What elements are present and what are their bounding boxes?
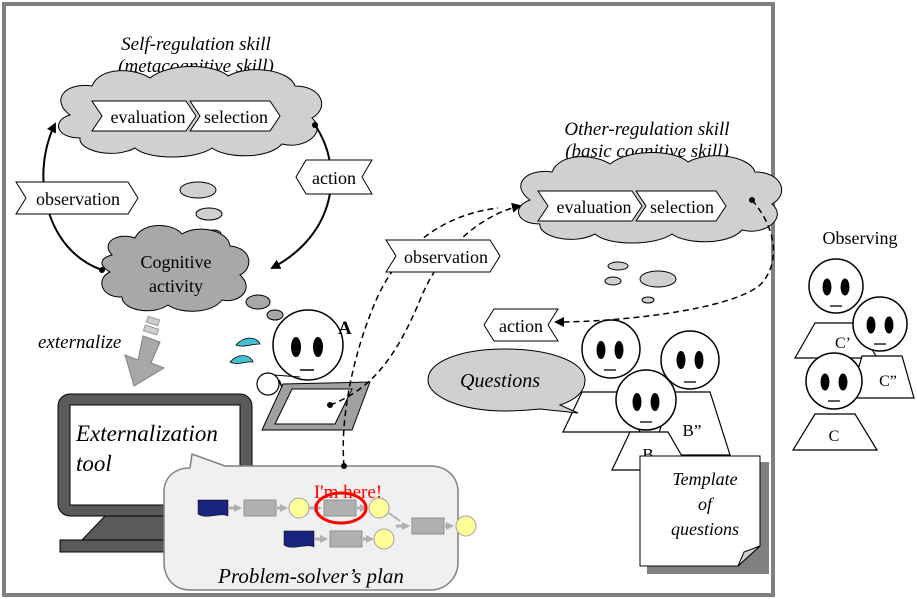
learner-a (272, 309, 344, 381)
other-evaluation-chevron (537, 190, 643, 222)
current-step-highlight (314, 491, 368, 525)
selection-label: selection (204, 107, 268, 127)
observation-middle-chevron (385, 239, 501, 273)
other-action-dot (749, 197, 755, 203)
c-label: C (829, 428, 840, 445)
other-selection-label: selection (650, 197, 714, 217)
im-here-label: I'm here! (314, 482, 382, 503)
thought-bubble-2 (195, 207, 223, 221)
evaluation-label: evaluation (111, 107, 186, 127)
externalize-label: externalize (38, 332, 121, 353)
plan-callout (163, 452, 459, 591)
observation-middle-label: observation (404, 247, 488, 267)
other-evaluation-label: evaluation (557, 197, 632, 217)
other-regulation-subtitle: (basic cognitive skill) (565, 141, 729, 162)
person-c (791, 352, 879, 451)
action-loop-dot (312, 122, 318, 128)
externalize-arrow (124, 315, 166, 387)
observation-dashed-path-2 (329, 202, 522, 406)
other-bubble-2 (607, 261, 629, 271)
tool-label-2: tool (76, 451, 112, 476)
template-label-2: of (698, 494, 715, 514)
plan-row-2 (396, 515, 477, 537)
observation-dashed-path-1 (342, 207, 499, 467)
observation-left-label: observation (36, 189, 120, 209)
other-action-label: action (499, 316, 543, 336)
action-right-chevron (295, 159, 373, 195)
sweat-drop-2 (229, 355, 254, 364)
plan-row-1 (197, 497, 401, 522)
sweat-drop-1 (235, 337, 261, 347)
observation-left-chevron (15, 181, 139, 215)
other-action-dashed-path (554, 199, 775, 327)
action-loop-arrow (270, 124, 333, 269)
pen-line (273, 374, 301, 378)
template-note (639, 455, 769, 574)
tool-label-1: Externalization (75, 421, 218, 446)
cognitive-bubble-2 (266, 309, 284, 321)
template-label-3: questions (671, 519, 739, 539)
other-regulation-title: Other-regulation skill (564, 119, 729, 140)
cognitive-activity-label-1: Cognitive (141, 252, 212, 272)
observation-loop-dot (99, 267, 105, 273)
tablet-observation-dot (327, 402, 333, 408)
questions-label: Questions (460, 370, 540, 392)
other-bubble-1 (639, 270, 677, 288)
plan-observation-dot (341, 463, 347, 469)
c-prime-label: C’ (835, 335, 851, 352)
c-double-prime-label: C” (879, 373, 897, 390)
other-action-chevron (483, 308, 559, 342)
other-bubble-3 (604, 276, 622, 286)
b-double-prime-label: B” (683, 421, 702, 440)
person-c-double-prime (849, 296, 915, 399)
self-regulation-title: Self-regulation skill (121, 34, 271, 55)
selection-chevron (189, 100, 281, 132)
plan-row-3 (283, 528, 395, 550)
cognitive-activity-label-2: activity (149, 276, 203, 296)
cognitive-bubble-1 (245, 294, 271, 310)
thought-bubble-1 (179, 181, 217, 199)
tablet-screen (274, 388, 353, 425)
learner-a-hand (256, 372, 280, 396)
other-bubble-4 (641, 296, 655, 304)
cognitive-activity-cloud (101, 225, 250, 312)
questions-callout (427, 348, 586, 414)
b-label: B (642, 445, 653, 464)
observing-title: Observing (823, 228, 898, 248)
learner-a-label: A (338, 318, 352, 339)
action-right-label: action (312, 168, 356, 188)
template-label-1: Template (672, 469, 737, 489)
other-selection-chevron (635, 190, 727, 222)
evaluation-chevron (91, 100, 197, 132)
plan-title: Problem-solver’s plan (217, 564, 404, 588)
